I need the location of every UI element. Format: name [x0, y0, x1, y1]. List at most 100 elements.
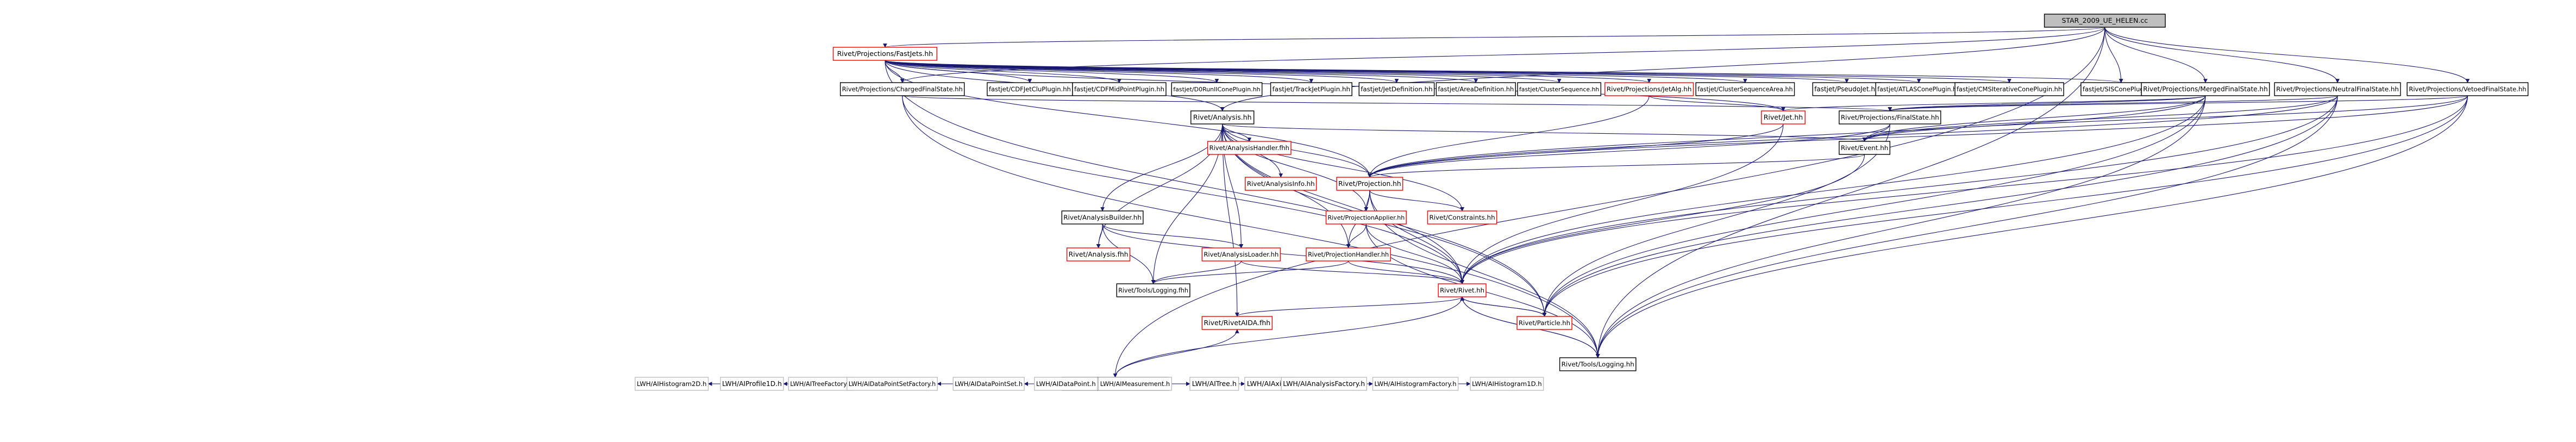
node-label: LWH/AIAnalysisFactory.h: [1283, 379, 1365, 388]
node-lwh-tf: LWH/AITreeFactory.h: [788, 377, 854, 391]
edge-analysisloader-to-loggingfhh: [1151, 260, 1242, 284]
node-box: [1201, 247, 1281, 262]
node-projection[interactable]: Rivet/Projection.hh: [1336, 177, 1403, 191]
node-jetalg[interactable]: Rivet/Projections/JetAlg.hh: [1604, 82, 1694, 96]
node-rivetaidafhh[interactable]: Rivet/RivetAIDA.fhh: [1201, 316, 1273, 330]
node-box: [1201, 316, 1273, 330]
edge-event-to-rivethh: [1460, 154, 1865, 284]
node-loggingfhh[interactable]: Rivet/Tools/Logging.fhh: [1116, 283, 1190, 297]
node-box: [1839, 110, 1941, 124]
node-finalstate[interactable]: Rivet/Projections/FinalState.hh: [1839, 110, 1941, 124]
edge-analysisbuilder-to-analysisloader: [1102, 223, 1244, 248]
node-analysisbuilder[interactable]: Rivet/AnalysisBuilder.hh: [1061, 210, 1144, 225]
edge-vetoedfs-to-rivethh: [1460, 95, 2468, 284]
node-vetoedfs[interactable]: Rivet/Projections/VetoedFinalState.hh: [2406, 82, 2529, 96]
node-root[interactable]: STAR_2009_UE_HELEN.cc: [2044, 14, 2166, 28]
edge-root-to-fastjets: [883, 27, 2105, 48]
node-label: fastjet/SISConePlugin.hh: [2083, 85, 2160, 93]
node-box: [1559, 357, 1637, 371]
node-pseudojet[interactable]: fastjet/PseudoJet.hh: [1812, 82, 1882, 96]
node-d0runii[interactable]: fastjet/D0RunIIConePlugin.hh: [1171, 82, 1263, 96]
edge-mergedfs-to-rivethh: [1460, 95, 2206, 284]
edge-neutralfs-to-logginghh: [1595, 95, 2338, 358]
edge-jet-to-rivethh: [1460, 123, 1784, 284]
edge-layer: [707, 27, 2470, 386]
edge-analysis-to-analysishandler: [1222, 123, 1252, 142]
node-box: [788, 377, 854, 391]
edge-root-to-vetoedfs: [2104, 27, 2470, 83]
node-label: fastjet/JetDefinition.hh: [1361, 85, 1432, 93]
node-analysisinfo[interactable]: Rivet/AnalysisInfo.hh: [1245, 177, 1317, 191]
edge-fastjets-to-areadef: [885, 60, 1478, 83]
node-box: [1761, 110, 1806, 124]
node-projapplier[interactable]: Rivet/ProjectionApplier.hh: [1325, 210, 1407, 225]
node-label: fastjet/ATLASConePlugin.hh: [1877, 86, 1960, 93]
node-box: [2141, 82, 2270, 96]
edge-mergedfs-to-event: [1862, 95, 2206, 142]
node-projhandler[interactable]: Rivet/ProjectionHandler.hh: [1306, 247, 1391, 262]
node-areadef[interactable]: fastjet/AreaDefinition.hh: [1436, 82, 1516, 96]
node-fastjets[interactable]: Rivet/Projections/FastJets.hh: [832, 47, 937, 61]
edge-neutralfs-to-rivethh: [1460, 95, 2338, 284]
edge-analysisbuilder-to-rivethh: [1102, 223, 1464, 284]
node-cdfjetclu[interactable]: fastjet/CDFJetCluPlugin.hh: [987, 82, 1073, 96]
edge-analysis-to-analysisfhh: [1096, 123, 1223, 248]
node-label: fastjet/CDFMidPointPlugin.hh: [1074, 85, 1164, 93]
edge-neutralfs-to-event: [1862, 95, 2338, 142]
edge-analysis-to-projection: [1222, 123, 1372, 178]
node-chargedfs[interactable]: Rivet/Projections/ChargedFinalState.hh: [839, 82, 965, 96]
node-label: Rivet/Rivet.hh: [1440, 287, 1484, 294]
edge-root-to-siscone: [2104, 27, 2123, 83]
edge-projhandler-to-loggingfhh: [1151, 260, 1349, 284]
node-lwh-h2d: LWH/AIHistogram2D.h: [635, 377, 709, 391]
node-lwh-dp: LWH/AIDataPoint.h: [1034, 377, 1098, 391]
node-label: Rivet/ProjectionHandler.hh: [1308, 251, 1389, 258]
node-lwh-p1d: LWH/AIProfile1D.h: [720, 377, 784, 391]
node-jetdef[interactable]: fastjet/JetDefinition.hh: [1358, 82, 1435, 96]
node-neutralfs[interactable]: Rivet/Projections/NeutralFinalState.hh: [2274, 82, 2401, 96]
node-clusterseq[interactable]: fastjet/ClusterSequence.hh: [1517, 82, 1602, 96]
node-label: LWH/AITree.h: [1192, 379, 1237, 388]
node-label: Rivet/Projections/MergedFinalState.hh: [2143, 85, 2268, 93]
edge-chargedfs-to-logginghh: [902, 95, 1600, 358]
edge-vetoedfs-to-logginghh: [1595, 95, 2468, 358]
node-cmsiter[interactable]: fastjet/CMSIterativeConePlugin.hh: [1954, 82, 2064, 96]
node-label: LWH/AIDataPoint.h: [1036, 380, 1096, 388]
node-constraints[interactable]: Rivet/Constraints.hh: [1427, 210, 1497, 225]
node-mergedfs[interactable]: Rivet/Projections/MergedFinalState.hh: [2141, 82, 2270, 96]
edge-analysisbuilder-to-analysisfhh: [1096, 223, 1103, 248]
node-lwh-dpsf: LWH/AIDataPointSetFactory.h: [847, 377, 938, 391]
node-rivethh[interactable]: Rivet/Rivet.hh: [1438, 283, 1487, 297]
node-label: Rivet/Particle.hh: [1519, 319, 1570, 327]
node-box: [1695, 82, 1795, 96]
node-clusterseqarea[interactable]: fastjet/ClusterSequenceArea.hh: [1695, 82, 1795, 96]
node-jet[interactable]: Rivet/Jet.hh: [1761, 110, 1806, 124]
node-box: [1517, 82, 1602, 96]
node-label: LWH/AIHistogram2D.h: [637, 380, 707, 388]
edge-analysis-to-rivetaidafhh: [1222, 123, 1239, 317]
edge-projapplier-to-projhandler: [1346, 223, 1367, 248]
node-box: [1358, 82, 1435, 96]
node-logginghh[interactable]: Rivet/Tools/Logging.hh: [1559, 357, 1637, 371]
node-label: Rivet/Constraints.hh: [1429, 214, 1495, 221]
node-box: [2274, 82, 2401, 96]
node-cdfmidpoint[interactable]: fastjet/CDFMidPointPlugin.hh: [1072, 82, 1167, 96]
edge-vetoedfs-to-finalstate: [1888, 95, 2468, 111]
node-atlascone[interactable]: fastjet/ATLASConePlugin.hh: [1875, 82, 1963, 96]
node-analysishandler[interactable]: Rivet/AnalysisHandler.fhh: [1207, 141, 1292, 155]
node-lwh-af: LWH/AIAnalysisFactory.h: [1281, 377, 1367, 391]
node-analysisfhh[interactable]: Rivet/Analysis.fhh: [1066, 247, 1131, 262]
node-analysisloader[interactable]: Rivet/AnalysisLoader.hh: [1201, 247, 1281, 262]
node-lwh-dps: LWH/AIDataPointSet.h: [952, 377, 1025, 391]
node-box: [1470, 377, 1544, 391]
node-analysis[interactable]: Rivet/Analysis.hh: [1190, 110, 1255, 124]
node-particle[interactable]: Rivet/Particle.hh: [1516, 316, 1572, 330]
edge-jet-to-projection: [1368, 123, 1784, 178]
edge-fastjets-to-trackjet: [885, 60, 1313, 83]
node-trackjet[interactable]: fastjet/TrackJetPlugin.hh: [1270, 82, 1352, 96]
node-event[interactable]: Rivet/Event.hh: [1839, 141, 1891, 155]
node-box: [1954, 82, 2064, 96]
node-box: [1336, 177, 1403, 191]
node-box: [635, 377, 709, 391]
